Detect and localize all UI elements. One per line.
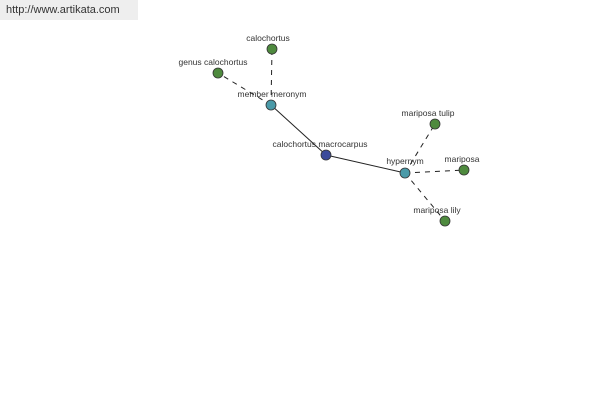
node-mariposa-lily[interactable] [439, 215, 451, 227]
node-label-calochortus[interactable]: calochortus [246, 33, 289, 43]
graph-labels: calochortus macrocarpus member meronym hyp… [179, 33, 480, 215]
edge-member-meronym-to-genus-calochortus [217, 72, 272, 106]
node-label-mariposa[interactable]: mariposa [445, 154, 480, 164]
graph-nodes [212, 43, 470, 227]
node-mariposa[interactable] [458, 164, 470, 176]
node-genus-calochortus[interactable] [212, 67, 224, 79]
edge-hypernym-to-mariposa-lily [404, 172, 446, 222]
node-member-meronym[interactable] [265, 99, 277, 111]
node-label-hypernym[interactable]: hypernym [386, 156, 423, 166]
edge-center-to-hypernym [325, 154, 406, 174]
node-label-genus-calochortus[interactable]: genus calochortus [179, 57, 248, 67]
node-mariposa-tulip[interactable] [429, 118, 441, 130]
node-label-member-meronym[interactable]: member meronym [238, 89, 307, 99]
graph-edges [217, 48, 465, 222]
node-label-center[interactable]: calochortus macrocarpus [273, 139, 368, 149]
node-label-mariposa-lily[interactable]: mariposa lily [413, 205, 461, 215]
node-center[interactable] [320, 149, 332, 161]
node-label-mariposa-tulip[interactable]: mariposa tulip [402, 108, 455, 118]
node-calochortus[interactable] [266, 43, 278, 55]
source-url-banner[interactable]: http://www.artikata.com [0, 0, 138, 20]
edge-hypernym-to-mariposa [404, 169, 465, 174]
node-hypernym[interactable] [399, 167, 411, 179]
edge-center-to-member-meronym [270, 104, 327, 156]
